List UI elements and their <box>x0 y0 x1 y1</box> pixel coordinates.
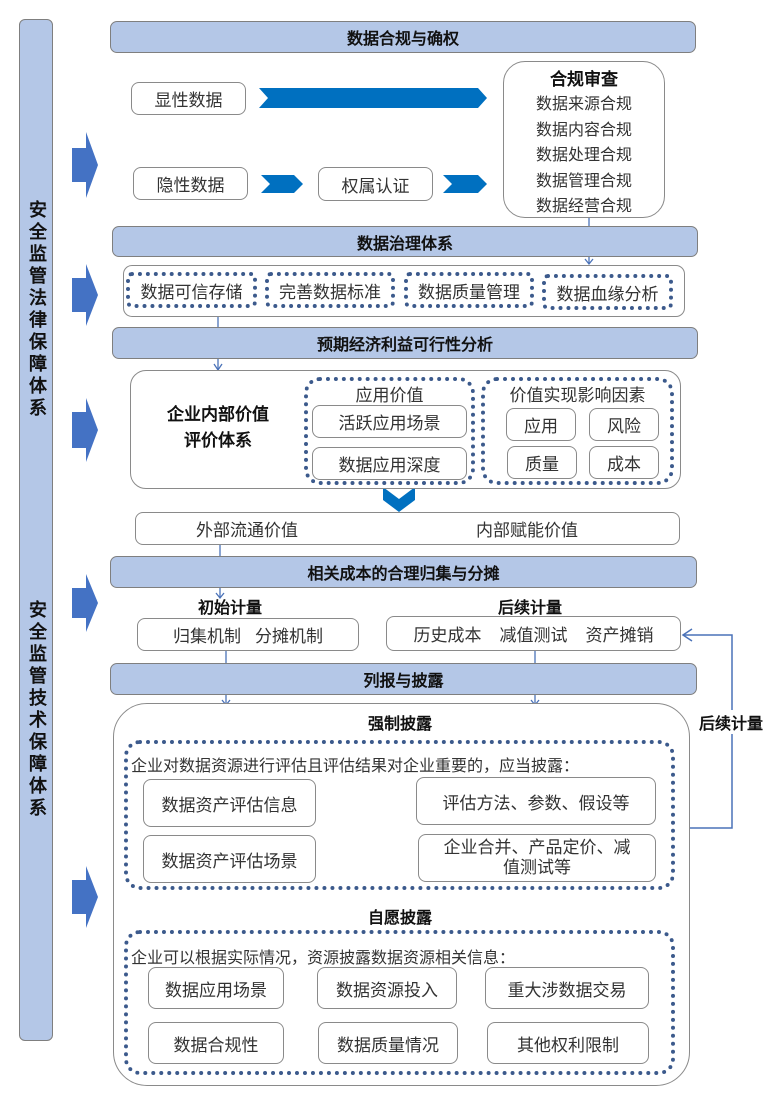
review-item: 数据处理合规 <box>535 145 632 164</box>
mandatory-right-item: 评估方法、参数、假设等 <box>416 777 656 825</box>
explicit-data-box: 显性数据 <box>131 82 246 115</box>
section-title-governance: 数据治理体系 <box>112 226 698 257</box>
app-value-item: 活跃应用场景 <box>312 405 467 438</box>
voluntary-item: 数据合规性 <box>148 1022 284 1064</box>
side-label-legal: 安全监管法律保障体系 <box>26 200 47 420</box>
mandatory-right-item: 企业合并、产品定价、减值测试等 <box>418 834 656 882</box>
mandatory-title: 强制披露 <box>367 714 432 733</box>
governance-item: 数据可信存储 <box>126 272 257 308</box>
review-item: 数据来源合规 <box>535 94 632 113</box>
governance-item: 完善数据标准 <box>265 272 395 308</box>
mandatory-left-item: 数据资产评估信息 <box>143 779 316 827</box>
block-arrow-icon <box>72 574 98 632</box>
mandatory-note: 企业对数据资源进行评估且评估结果对企业重要的，应当披露： <box>131 756 580 775</box>
app-value-title: 应用价值 <box>355 385 424 406</box>
implicit-data-box: 隐性数据 <box>133 167 248 200</box>
app-value-item: 数据应用深度 <box>312 447 467 480</box>
chevron-arrow-icon <box>259 88 487 108</box>
value-factors-group <box>481 377 674 485</box>
block-arrow-icon <box>72 398 98 462</box>
compliance-review-title: 合规审查 <box>550 70 618 90</box>
section-title-compliance: 数据合规与确权 <box>110 21 696 53</box>
factor-item: 应用 <box>506 408 576 441</box>
compliance-review-list: 数据来源合规 数据内容合规 数据处理合规 数据管理合规 数据经营合规 <box>504 91 664 219</box>
side-label-tech: 安全监管技术保障体系 <box>26 600 47 820</box>
compliance-review-box: 合规审查 数据来源合规 数据内容合规 数据处理合规 数据管理合规 数据经营合规 <box>503 61 665 218</box>
value-factors-title: 价值实现影响因素 <box>509 385 646 406</box>
voluntary-group <box>124 930 675 1075</box>
mandatory-left-item: 数据资产评估场景 <box>143 835 316 883</box>
voluntary-item: 数据应用场景 <box>148 967 284 1009</box>
value-types-box: 外部流通价值 内部赋能价值 <box>135 512 680 545</box>
internal-value-system-label: 企业内部价值 评价体系 <box>167 405 269 451</box>
loop-label: 后续计量 <box>690 710 772 734</box>
factor-item: 成本 <box>589 446 659 479</box>
factor-item: 风险 <box>589 408 659 441</box>
app-value-group <box>304 377 475 485</box>
governance-item: 数据血缘分析 <box>542 274 673 310</box>
voluntary-item: 数据资源投入 <box>317 967 457 1009</box>
review-item: 数据内容合规 <box>535 119 632 139</box>
block-arrow-icon <box>72 866 98 928</box>
block-arrow-icon <box>72 132 98 198</box>
block-arrow-icon <box>72 264 98 326</box>
chevron-arrow-icon <box>443 175 487 193</box>
voluntary-item: 数据质量情况 <box>318 1022 458 1064</box>
section-title-disclosure: 列报与披露 <box>110 663 697 695</box>
internal-value-label: 内部赋能价值 <box>476 521 578 541</box>
initial-measurement-title: 初始计量 <box>197 598 262 617</box>
section-title-cost: 相关成本的合理归集与分摊 <box>110 556 697 588</box>
review-item: 数据经营合规 <box>535 196 632 215</box>
voluntary-item: 其他权利限制 <box>487 1022 649 1064</box>
initial-measurement-box: 归集机制 分摊机制 <box>137 618 359 651</box>
chevron-arrow-icon <box>261 175 303 193</box>
governance-item: 数据质量管理 <box>404 272 534 308</box>
factor-item: 质量 <box>507 446 577 479</box>
mandatory-group <box>124 740 675 890</box>
ownership-cert-box: 权属认证 <box>318 167 433 201</box>
voluntary-item: 重大涉数据交易 <box>485 967 649 1009</box>
chevron-down-icon <box>383 487 415 512</box>
voluntary-note: 企业可以根据实际情况，资源披露数据资源相关信息： <box>131 948 516 967</box>
subsequent-measurement-box: 历史成本 减值测试 资产摊销 <box>386 616 681 651</box>
voluntary-title: 自愿披露 <box>367 908 432 927</box>
subsequent-measurement-title: 后续计量 <box>497 598 562 617</box>
external-value-label: 外部流通价值 <box>196 521 298 541</box>
section-title-feasibility: 预期经济利益可行性分析 <box>112 327 698 359</box>
side-column <box>19 19 53 1041</box>
review-item: 数据管理合规 <box>535 170 632 190</box>
